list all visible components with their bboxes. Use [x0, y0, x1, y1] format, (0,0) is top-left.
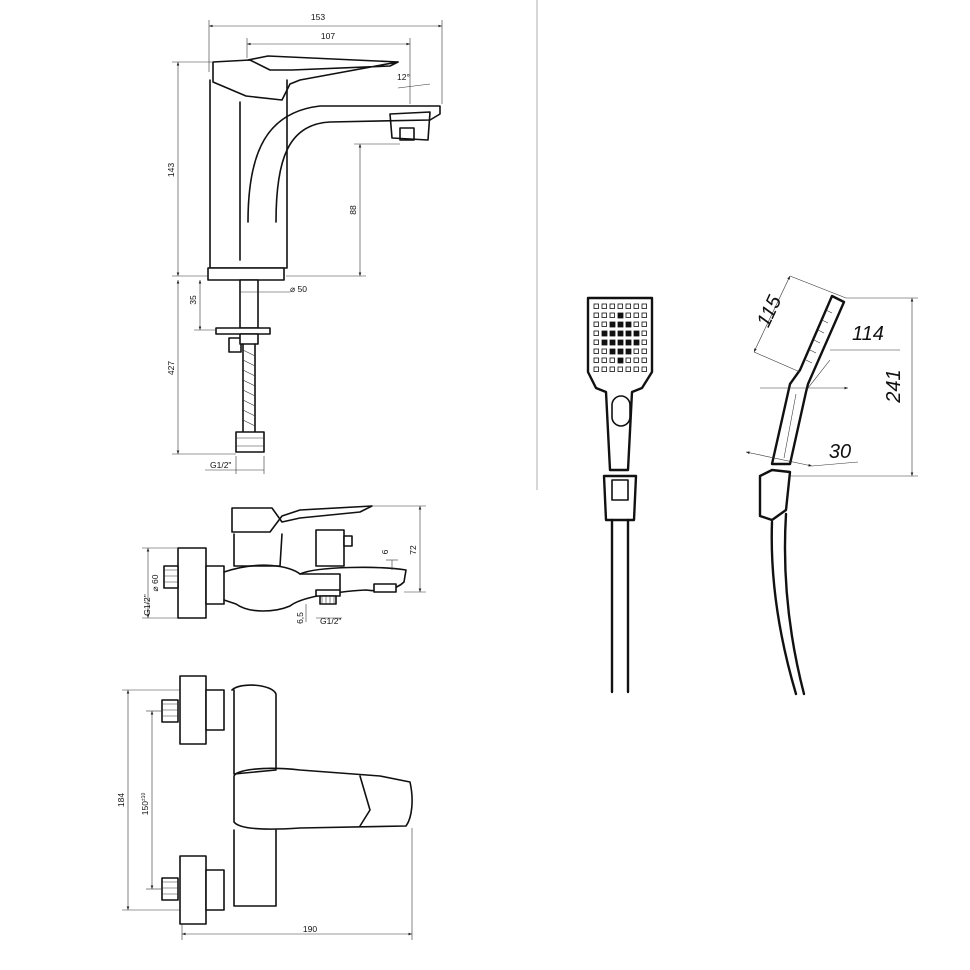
nozzle-grid	[593, 303, 647, 372]
nozzle	[641, 321, 647, 327]
dim-handle: 30	[829, 441, 851, 463]
dim-outlet-thread: G1/2"	[320, 616, 341, 626]
nozzle	[633, 330, 640, 337]
nozzle	[593, 303, 599, 309]
dim-height-total: 143	[166, 163, 176, 177]
dim-angle: 12°	[397, 72, 410, 82]
nozzle	[601, 366, 607, 372]
nozzle	[593, 348, 599, 354]
dim-head-length: 115	[753, 292, 787, 331]
nozzle	[641, 303, 647, 309]
dim-thread: G1/2"	[210, 460, 231, 470]
dim-width-total: 153	[311, 12, 325, 22]
nozzle	[633, 339, 640, 346]
nozzle	[641, 312, 647, 318]
nozzle	[593, 330, 599, 336]
nozzle	[609, 321, 616, 328]
dim-top-height: 184	[116, 793, 126, 807]
nozzle	[601, 312, 607, 318]
nozzle	[593, 357, 599, 363]
nozzle	[601, 357, 607, 363]
nozzle	[617, 321, 624, 328]
nozzle	[625, 357, 631, 363]
dim-diameter: ⌀ 60	[150, 574, 160, 591]
dim-centers-tolerance: ±10	[141, 793, 147, 802]
nozzle	[625, 330, 632, 337]
nozzle	[593, 366, 599, 372]
hand-shower-side: 115 114 241 30	[745, 275, 918, 696]
dim-shank: 35	[188, 295, 198, 305]
nozzle	[641, 339, 647, 345]
dim-centers-value: 150	[140, 801, 150, 815]
dim-base-diameter: ⌀ 50	[290, 284, 307, 294]
nozzle	[641, 366, 647, 372]
nozzle	[609, 366, 615, 372]
hand-shower-front	[586, 296, 654, 694]
nozzle	[633, 348, 639, 354]
nozzle	[601, 330, 608, 337]
dim-width-spout: 107	[321, 31, 335, 41]
nozzle	[633, 366, 639, 372]
nozzle	[641, 357, 647, 363]
nozzle	[617, 348, 624, 355]
nozzle	[625, 303, 631, 309]
nozzle	[609, 357, 615, 363]
dim-head-width: 114	[852, 323, 884, 345]
bath-mixer-top-drawing: 184 150±10 190	[116, 675, 413, 940]
dim-spout-lip: 6	[380, 549, 390, 554]
nozzle	[593, 312, 599, 318]
nozzle	[617, 339, 624, 346]
nozzle	[601, 348, 607, 354]
nozzle	[633, 303, 639, 309]
nozzle	[641, 330, 647, 336]
nozzle	[617, 357, 624, 364]
nozzle	[609, 339, 616, 346]
nozzle	[633, 321, 639, 327]
dim-side-height: 72	[408, 545, 418, 555]
nozzle	[617, 303, 623, 309]
nozzle	[601, 339, 608, 346]
nozzle	[601, 321, 607, 327]
dim-total-length: 241	[883, 369, 905, 403]
nozzle	[625, 312, 631, 318]
nozzle	[601, 303, 607, 309]
nozzle	[609, 312, 615, 318]
nozzle	[593, 339, 599, 345]
bath-mixer-side-drawing: 72 6 ⌀ 60 G1/2" 6,5 G1/2"	[142, 505, 426, 626]
dim-hose: 427	[166, 361, 176, 375]
basin-mixer-drawing: 153 107 12° 143 88 ⌀ 50 35 427 G1/2"	[166, 12, 443, 474]
nozzle	[625, 321, 632, 328]
dim-outlet-height: 6,5	[295, 612, 305, 624]
nozzle	[641, 348, 647, 354]
nozzle	[617, 330, 624, 337]
dim-width: 190	[303, 924, 317, 934]
nozzle	[625, 366, 631, 372]
nozzle	[593, 321, 599, 327]
nozzle	[617, 312, 624, 319]
nozzle	[633, 357, 639, 363]
nozzle	[609, 303, 615, 309]
dim-spout-height: 88	[348, 205, 358, 215]
nozzle	[609, 348, 616, 355]
nozzle	[617, 366, 623, 372]
nozzle	[609, 330, 616, 337]
nozzle	[633, 312, 639, 318]
dim-centers: 150±10	[140, 793, 150, 816]
nozzle	[625, 339, 632, 346]
dim-thread-left: G1/2"	[142, 594, 152, 615]
nozzle	[625, 348, 632, 355]
